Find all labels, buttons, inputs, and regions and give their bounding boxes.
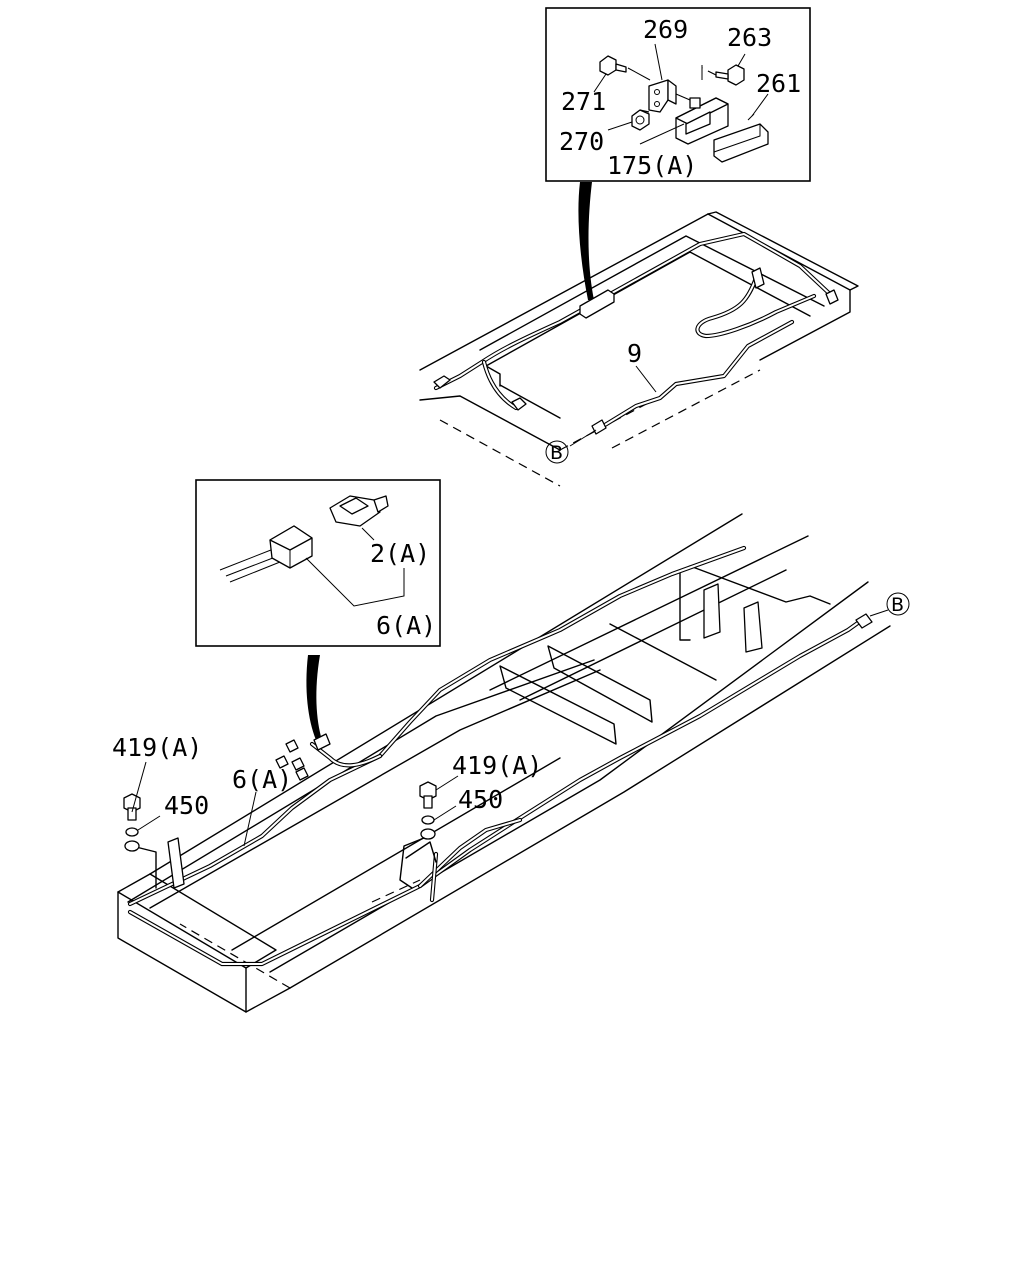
leader-6a-frame	[243, 791, 257, 847]
callout-271: 271	[561, 87, 606, 116]
connector-ref-b-upper-label: B	[550, 442, 563, 464]
connector-ref-b-upper	[545, 429, 597, 464]
upper-frame-section	[419, 211, 859, 487]
bracket-269-part	[648, 79, 691, 113]
inset-pointer-lower	[306, 655, 322, 740]
callout-269: 269	[643, 15, 688, 44]
upper-detail-inset	[545, 7, 811, 182]
inset-pointer-upper	[578, 182, 594, 300]
callout-2a: 2(A)	[370, 539, 430, 568]
leader-6a-inset	[305, 557, 405, 607]
leader-2a	[361, 527, 375, 541]
callout-175a: 175(A)	[607, 151, 697, 180]
callout-261: 261	[756, 69, 801, 98]
callout-6a-frame: 6(A)	[232, 765, 292, 794]
nut-270-part	[631, 109, 650, 131]
lower-detail-inset	[195, 479, 441, 647]
callout-9: 9	[627, 339, 642, 368]
connector-6a-part	[269, 525, 313, 569]
leader-271	[593, 73, 607, 93]
leader-270	[607, 121, 633, 131]
bolt-263-part	[701, 64, 745, 86]
connector-ref-b-lower-label: B	[891, 594, 904, 616]
lower-frame-section	[117, 513, 891, 1013]
lens-261-part	[713, 113, 769, 163]
connector-2a-part	[329, 495, 389, 527]
leader-261	[751, 93, 769, 117]
callout-450-right: 450	[458, 785, 503, 814]
lamp-body-175a-part	[639, 97, 729, 145]
leader-263	[737, 53, 746, 67]
leader-9	[635, 365, 657, 393]
callout-419a-right: 419(A)	[452, 751, 542, 780]
connector-ref-b-lower	[869, 592, 910, 617]
callout-450-left: 450	[164, 791, 209, 820]
washer-450-right-part	[420, 805, 457, 840]
bolt-419a-left-part	[123, 761, 147, 821]
leader-269	[654, 43, 663, 81]
bolt-271-part	[599, 55, 651, 81]
callout-6a-inset: 6(A)	[376, 611, 436, 640]
callout-263: 263	[727, 23, 772, 52]
callout-419a-left: 419(A)	[112, 733, 202, 762]
bolt-419a-right-part	[419, 775, 459, 809]
washer-450-left-part	[124, 815, 161, 852]
callout-270: 270	[559, 127, 604, 156]
